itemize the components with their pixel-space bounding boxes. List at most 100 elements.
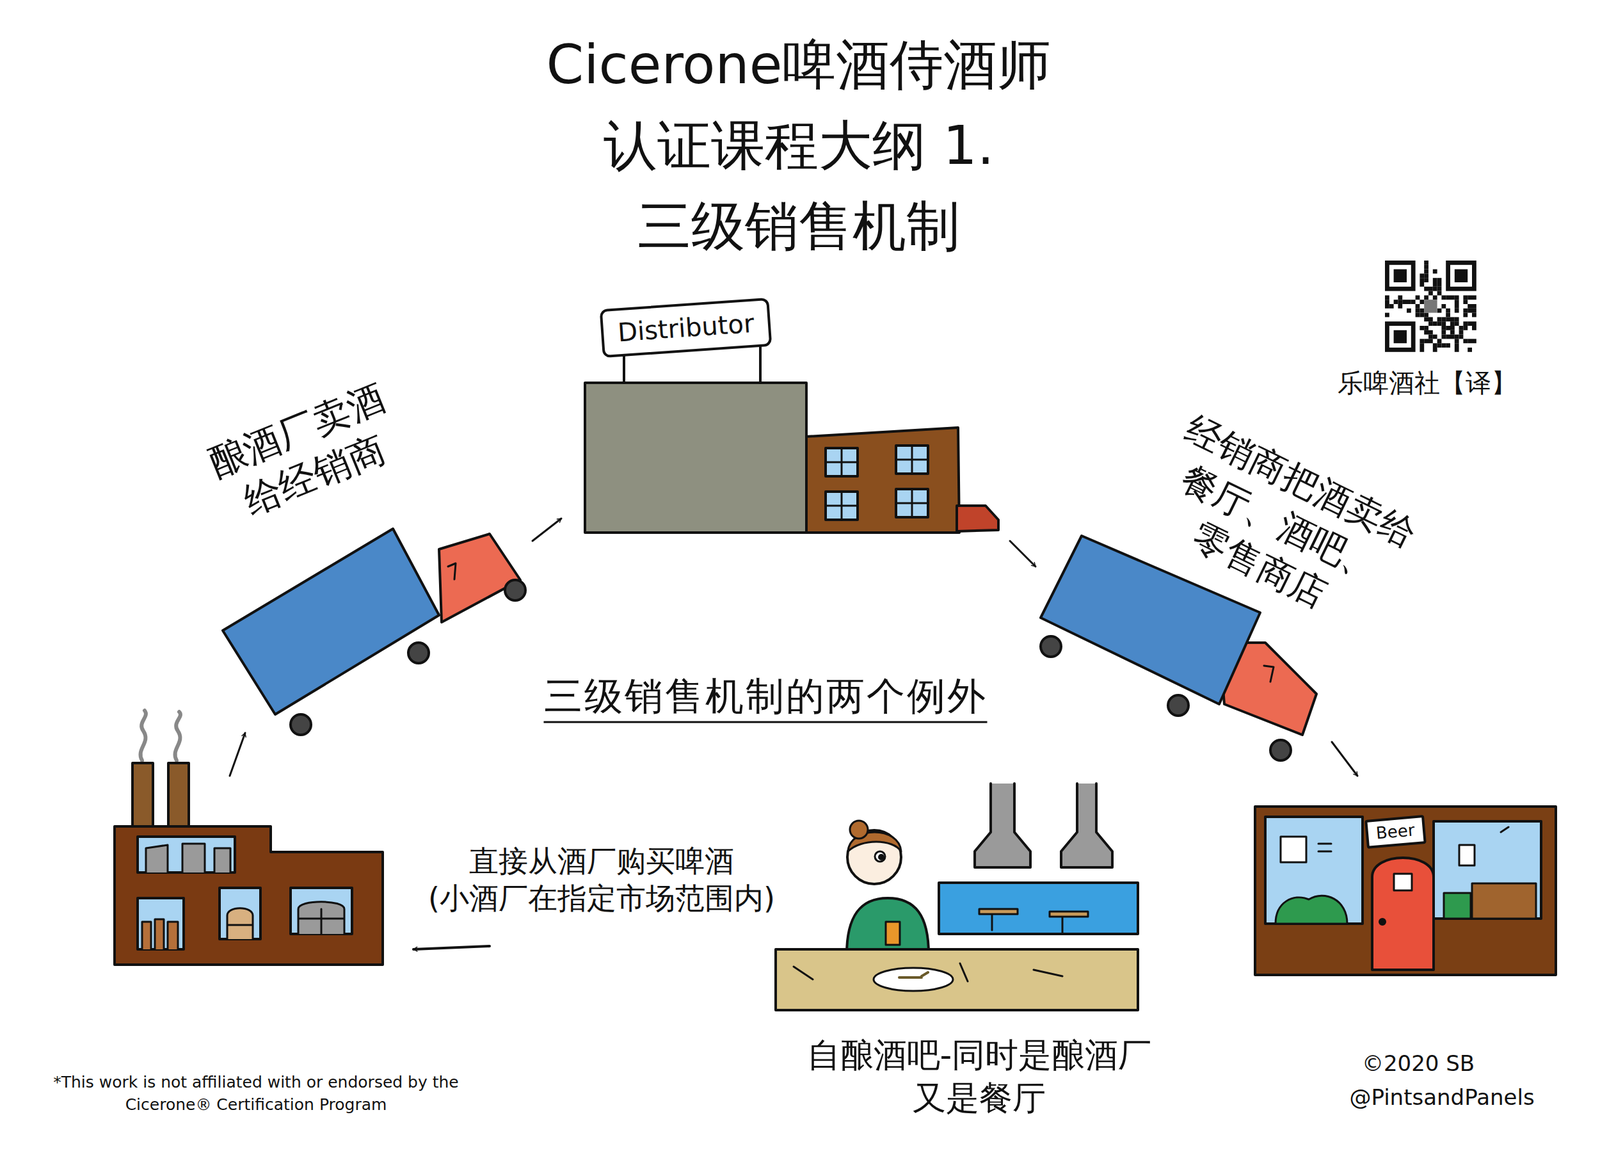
qr-cell xyxy=(1411,299,1416,304)
qr-cell xyxy=(1384,299,1390,304)
qr-cell xyxy=(1472,338,1477,344)
qr-cell xyxy=(1441,316,1446,322)
qr-cell xyxy=(1441,304,1446,309)
qr-cell xyxy=(1445,343,1451,348)
qr-cell xyxy=(1389,325,1412,348)
qr-cell xyxy=(1454,321,1460,326)
qr-cell xyxy=(1459,330,1464,335)
qr-cell xyxy=(1463,321,1468,326)
qr-cell xyxy=(1445,316,1451,322)
truck xyxy=(222,528,526,735)
qr-code xyxy=(1384,260,1477,352)
qr-cell xyxy=(1428,321,1433,326)
qr-cell xyxy=(1450,330,1455,335)
qr-cell xyxy=(1454,334,1460,340)
distributor-sign: Distributor xyxy=(599,297,773,358)
qr-cell xyxy=(1463,308,1468,313)
qr-cell xyxy=(1397,295,1403,300)
qr-cell xyxy=(1454,316,1460,322)
qr-cell xyxy=(1437,316,1442,322)
qr-cell xyxy=(1437,308,1442,313)
qr-cell xyxy=(1454,347,1460,352)
qr-cell xyxy=(1463,325,1468,331)
qr-cell xyxy=(1393,269,1407,283)
distributor-building xyxy=(584,345,999,533)
qr-cell xyxy=(1467,308,1472,313)
qr-cell xyxy=(1472,325,1477,331)
qr-cell xyxy=(1432,277,1438,283)
qr-cell xyxy=(1437,321,1442,326)
qr-cell xyxy=(1459,334,1464,340)
qr-cell xyxy=(1415,304,1421,309)
qr-cell xyxy=(1419,277,1424,283)
translator-credit: 乐啤酒社【译】 xyxy=(1337,367,1517,399)
qr-cell xyxy=(1424,286,1429,292)
qr-cell xyxy=(1463,295,1468,300)
qr-cell xyxy=(1419,338,1424,344)
node-text: Distributor xyxy=(616,307,756,349)
qr-cell xyxy=(1445,334,1451,340)
qr-cell xyxy=(1384,260,1416,292)
node-text: Beer xyxy=(1375,819,1416,843)
qr-cell xyxy=(1428,334,1433,340)
qr-cell xyxy=(1432,334,1438,340)
qr-cell xyxy=(1419,282,1424,287)
qr-cell xyxy=(1441,325,1446,331)
flow-label: 酿酒厂卖酒 给经销商 xyxy=(184,366,427,540)
qr-cell xyxy=(1419,299,1424,304)
qr-cell xyxy=(1450,325,1455,331)
qr-cell xyxy=(1432,286,1438,292)
qr-cell xyxy=(1428,330,1433,335)
disclaimer: *This work is not affiliated with or end… xyxy=(38,1070,474,1116)
qr-cell xyxy=(1424,273,1429,278)
qr-cell xyxy=(1424,299,1437,313)
qr-cell xyxy=(1450,295,1455,300)
qr-cell xyxy=(1432,347,1438,352)
qr-cell xyxy=(1472,312,1477,318)
qr-cell xyxy=(1406,308,1412,313)
qr-cell xyxy=(1454,299,1460,304)
qr-cell xyxy=(1402,299,1407,304)
exception-label: 直接从酒厂购买啤酒 (小酒厂在指定市场范围内) xyxy=(395,842,808,917)
title: Cicerone啤酒侍酒师 认证课程大纲 1.三级销售机制 xyxy=(497,24,1101,267)
qr-cell xyxy=(1419,347,1424,352)
qr-cell xyxy=(1463,312,1468,318)
qr-cell xyxy=(1472,304,1477,309)
qr-cell xyxy=(1472,321,1477,326)
qr-cell xyxy=(1445,312,1451,318)
qr-cell xyxy=(1441,343,1446,348)
qr-cell xyxy=(1384,304,1390,309)
qr-cell xyxy=(1393,330,1407,344)
qr-cell xyxy=(1467,295,1472,300)
qr-cell xyxy=(1454,295,1460,300)
qr-cell xyxy=(1463,299,1468,304)
qr-cell xyxy=(1428,338,1433,344)
qr-cell xyxy=(1424,312,1429,318)
qr-cell xyxy=(1445,260,1477,292)
brewery xyxy=(114,710,383,965)
beer-sign: Beer xyxy=(1364,814,1426,849)
qr-cell xyxy=(1432,343,1438,348)
qr-cell xyxy=(1459,325,1464,331)
qr-cell xyxy=(1463,338,1468,344)
qr-cell xyxy=(1432,321,1438,326)
qr-cell xyxy=(1424,338,1429,344)
qr-cell xyxy=(1419,312,1424,318)
qr-cell xyxy=(1445,308,1451,313)
qr-cell xyxy=(1428,291,1433,296)
qr-cell xyxy=(1389,304,1394,309)
qr-cell xyxy=(1450,316,1455,322)
qr-cell xyxy=(1467,304,1472,309)
qr-cell xyxy=(1397,304,1403,309)
qr-cell xyxy=(1441,334,1446,340)
qr-cell xyxy=(1406,299,1412,304)
brewpub-scene xyxy=(775,783,1138,1010)
qr-cell xyxy=(1437,286,1442,292)
qr-cell xyxy=(1472,308,1477,313)
qr-cell xyxy=(1428,286,1433,292)
retail-store xyxy=(1255,806,1556,975)
author-handle: @PintsandPanels xyxy=(1349,1084,1535,1111)
qr-cell xyxy=(1445,295,1451,300)
qr-cell xyxy=(1441,321,1446,326)
